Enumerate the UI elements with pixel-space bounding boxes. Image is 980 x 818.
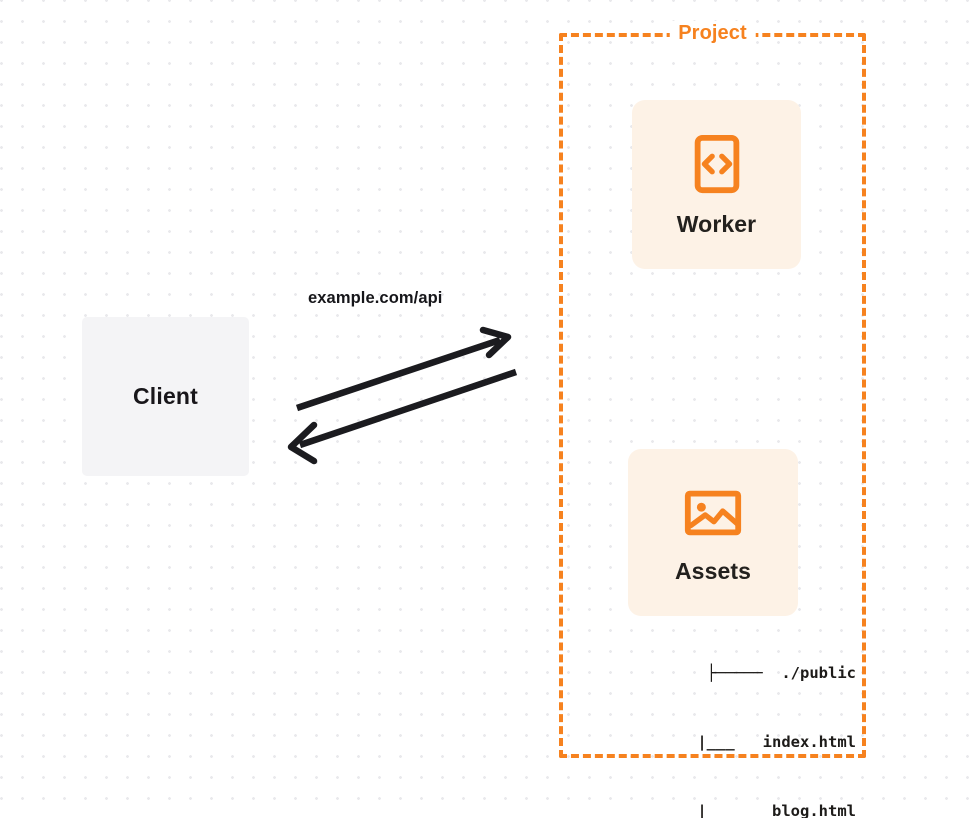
client-node-label: Client	[132, 383, 199, 409]
worker-card[interactable]: Worker	[632, 100, 801, 269]
project-group-label: Project	[669, 21, 756, 45]
arrow-project-to-client	[287, 368, 518, 465]
image-picture-icon	[684, 490, 742, 535]
file-tree-row: ├───── ./public	[706, 664, 856, 682]
worker-card-label: Worker	[676, 210, 757, 237]
client-node[interactable]: Client	[82, 317, 249, 476]
project-group: Project Worker Assets ├───── ./public |_…	[559, 21, 866, 818]
file-tree-row: |___ blog.html	[650, 802, 856, 818]
arrow-client-to-project	[295, 326, 512, 412]
connection-label: example.com/api	[308, 289, 443, 307]
assets-card-label: Assets	[674, 557, 752, 584]
code-brackets-icon	[694, 134, 739, 193]
assets-file-tree: ├───── ./public |___ index.html |___ blo…	[609, 616, 856, 818]
assets-card[interactable]: Assets	[628, 449, 798, 616]
file-tree-row: |___ index.html	[650, 733, 856, 751]
